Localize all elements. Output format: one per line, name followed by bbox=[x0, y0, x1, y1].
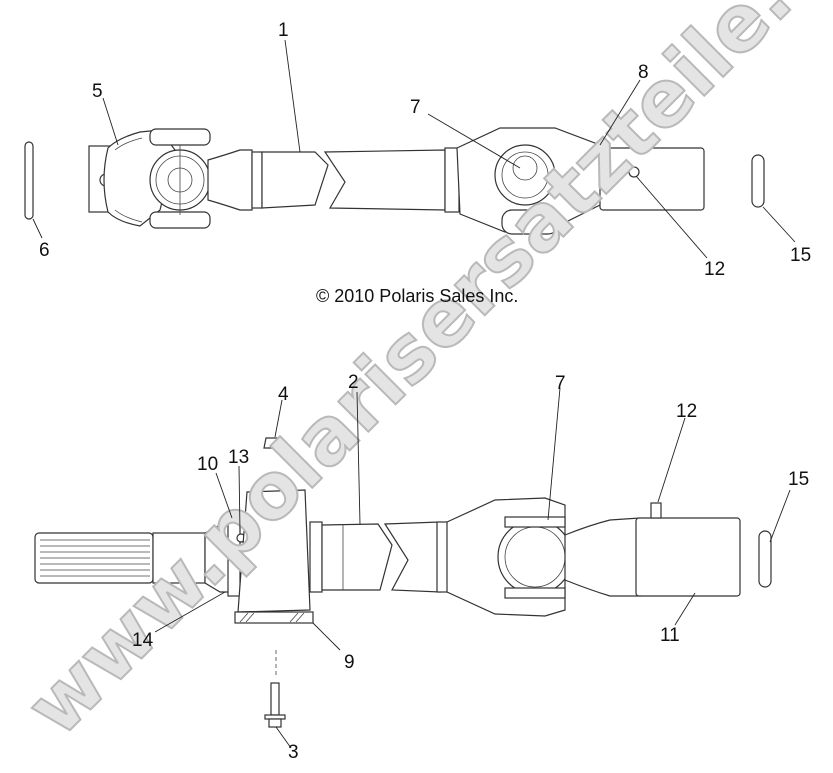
callouts-top: 1 5 6 7 8 12 15 bbox=[39, 20, 811, 280]
callouts-bottom: 2 3 4 7 9 10 11 12 13 14 15 bbox=[132, 372, 809, 763]
callout-9: 9 bbox=[344, 652, 355, 673]
callout-10: 10 bbox=[197, 454, 218, 475]
callout-15: 15 bbox=[790, 245, 811, 266]
slip-yoke-tube bbox=[599, 147, 705, 211]
u-joint-yoke-5 bbox=[103, 129, 176, 227]
drive-shaft-tube-1 bbox=[261, 151, 329, 209]
callout-1: 1 bbox=[278, 20, 289, 41]
flange-nut-4 bbox=[263, 437, 283, 449]
grease-fitting-12b bbox=[650, 502, 662, 519]
roll-pin-15 bbox=[751, 154, 765, 208]
grease-fitting-12 bbox=[628, 166, 640, 178]
carrier-bearing-housing-9 bbox=[237, 489, 311, 613]
callout-5: 5 bbox=[92, 81, 103, 102]
drive-shaft-tube-2 bbox=[321, 523, 393, 591]
callout-2: 2 bbox=[348, 372, 359, 393]
slip-yoke-11 bbox=[635, 517, 741, 597]
callout-7b: 7 bbox=[555, 373, 566, 394]
flange-bolt-3 bbox=[270, 682, 280, 716]
callout-3: 3 bbox=[288, 742, 299, 763]
copyright: © 2010 Polaris Sales Inc. bbox=[316, 286, 518, 306]
u-joint-cross-bearing-7b bbox=[497, 519, 573, 595]
leader-lines bbox=[32, 39, 796, 749]
callout-15b: 15 bbox=[788, 469, 809, 490]
callout-11: 11 bbox=[660, 625, 680, 646]
roll-pin-15b bbox=[758, 530, 772, 588]
callout-12: 12 bbox=[704, 259, 725, 280]
callout-14: 14 bbox=[132, 630, 154, 651]
u-joint-cross-bearing-7 bbox=[494, 144, 556, 206]
callout-4: 4 bbox=[278, 384, 289, 405]
callout-7: 7 bbox=[410, 97, 421, 118]
top-drive-shaft-assembly bbox=[24, 127, 765, 235]
callout-8: 8 bbox=[638, 62, 649, 83]
callout-13: 13 bbox=[228, 447, 249, 468]
bottom-drive-shaft-assembly bbox=[34, 437, 772, 728]
roll-pin-6 bbox=[24, 141, 34, 220]
callout-12b: 12 bbox=[676, 401, 697, 422]
callout-6: 6 bbox=[39, 240, 50, 261]
